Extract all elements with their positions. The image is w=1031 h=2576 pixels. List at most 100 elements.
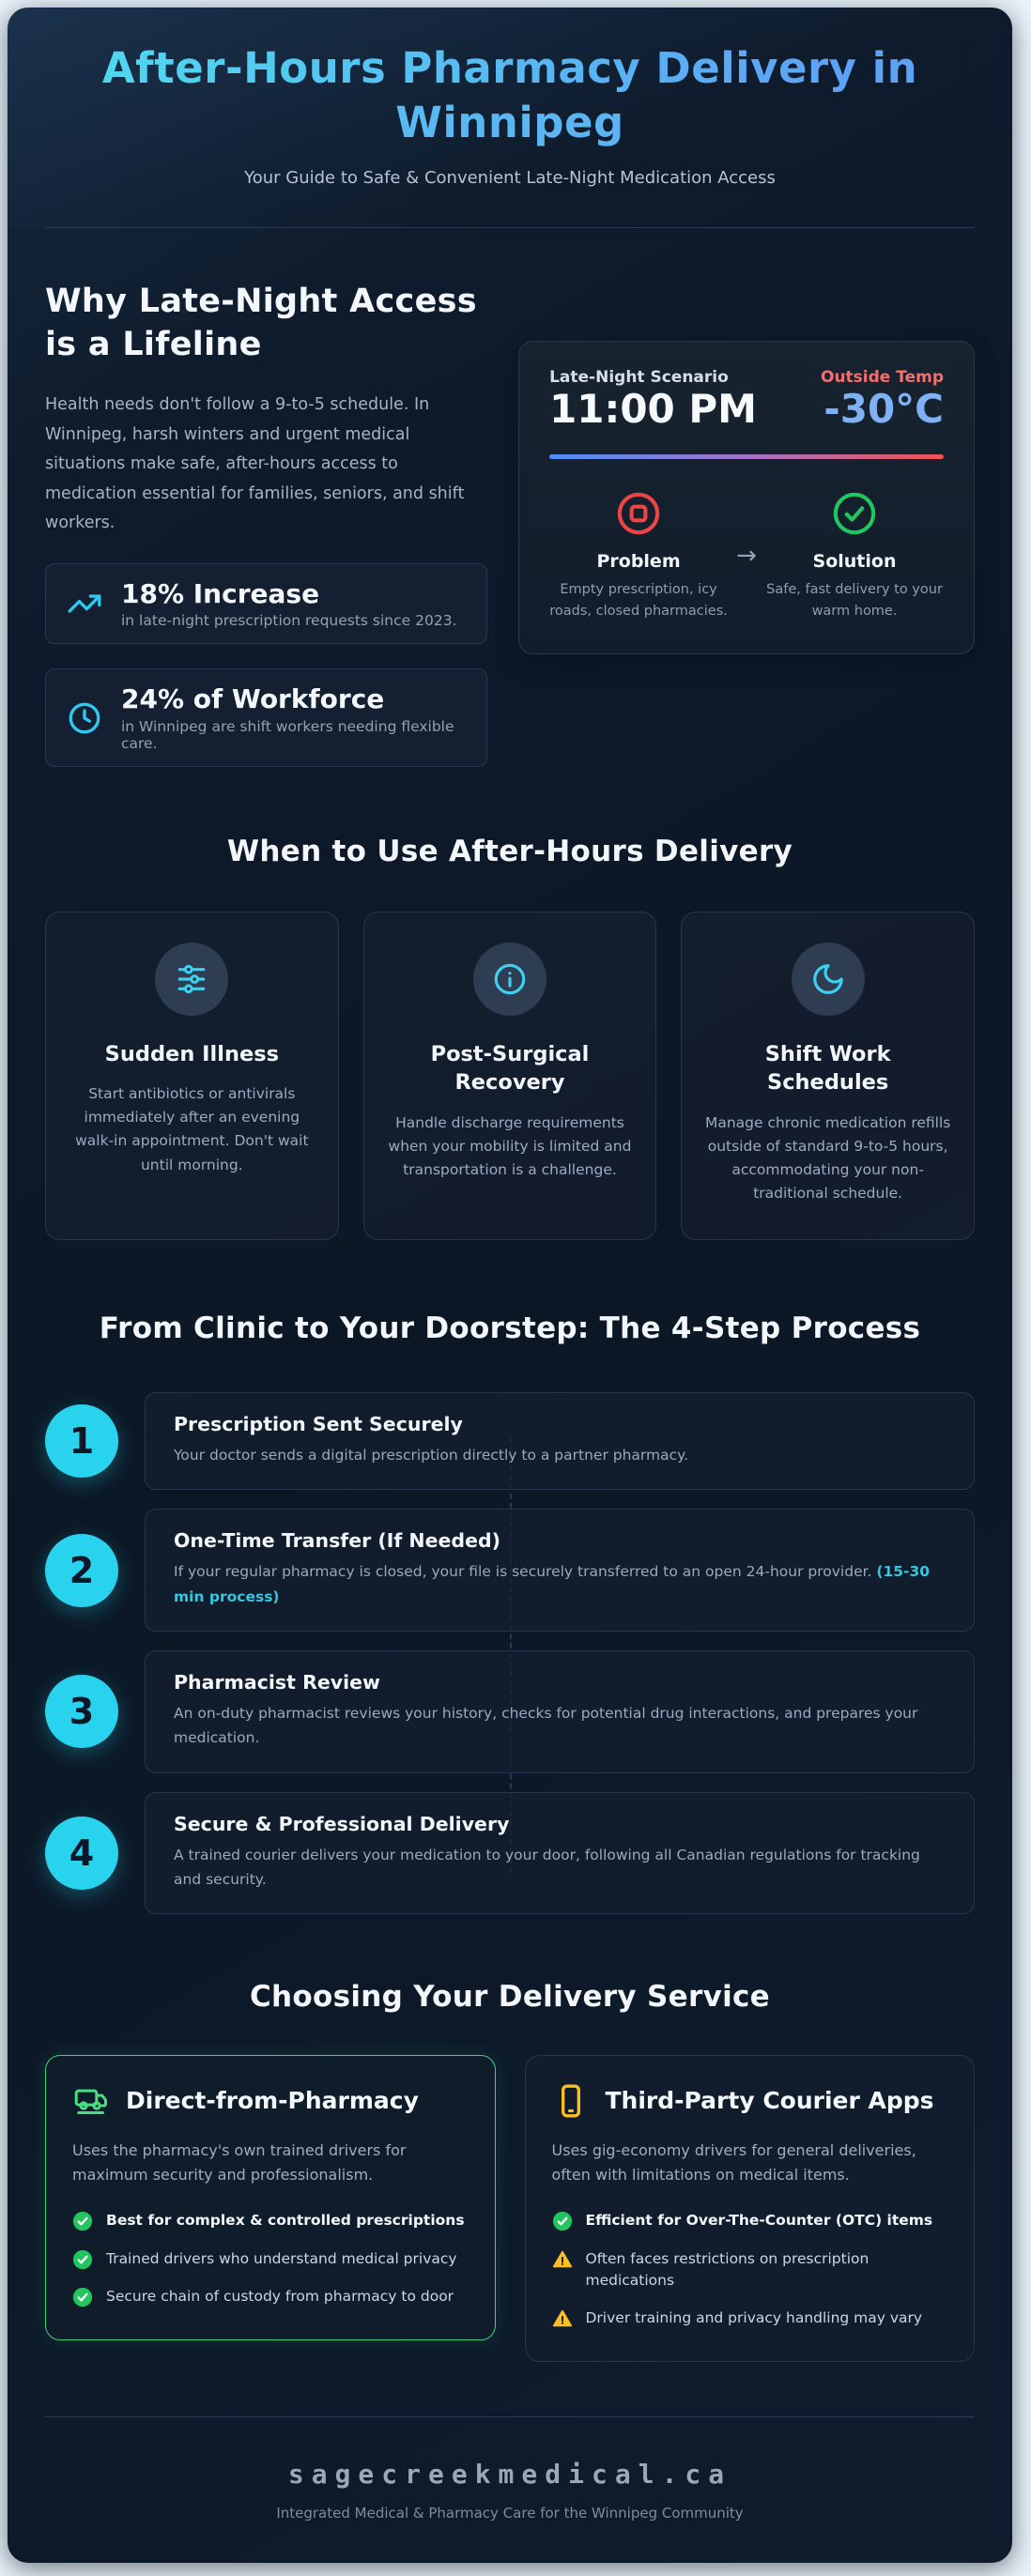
- stat-title: 24% of Workforce: [121, 683, 385, 715]
- sliders-icon: [178, 964, 206, 994]
- step-desc: If your regular pharmacy is closed, your…: [174, 1559, 946, 1609]
- list-item-text: Driver training and privacy handling may…: [585, 2309, 923, 2327]
- step-card: Prescription Sent Securely Your doctor s…: [145, 1392, 975, 1491]
- service-title: Direct-from-Pharmacy: [126, 2087, 419, 2115]
- services-heading: Choosing Your Delivery Service: [250, 1980, 770, 2015]
- use-case-card-post-surgical: Post-Surgical Recovery Handle discharge …: [362, 911, 657, 1241]
- icon-circle: [791, 942, 865, 1016]
- header-divider: [45, 227, 975, 229]
- step-desc-text: An on-duty pharmacist reviews your histo…: [174, 1705, 918, 1747]
- list-item-text: Often faces restrictions on prescription…: [585, 2249, 869, 2289]
- delivery-truck-icon: [74, 2090, 107, 2115]
- process-heading: From Clinic to Your Doorstep: The 4-Step…: [99, 1311, 921, 1346]
- process-steps: 1 Prescription Sent Securely Your doctor…: [45, 1392, 975, 1915]
- process-step-3: 3 Pharmacist Review An on-duty pharmacis…: [45, 1650, 975, 1773]
- gradient-divider-bar: [549, 454, 944, 460]
- arrow-right-icon: →: [736, 542, 757, 571]
- scenario-label: Late-Night Scenario: [549, 368, 729, 388]
- stat-card-increase: 18% Increase in late-night prescription …: [45, 562, 488, 645]
- process-section: From Clinic to Your Doorstep: The 4-Step…: [45, 1311, 975, 1915]
- step-desc-text: A trained courier delivers your medicati…: [174, 1846, 920, 1889]
- stop-circle-icon: [617, 493, 660, 535]
- lifeline-section: Why Late-Night Access is a Lifeline Heal…: [45, 281, 975, 767]
- service-card-header: Third-Party Courier Apps: [552, 2082, 948, 2120]
- lifeline-body: Health needs don't follow a 9-to-5 sched…: [45, 395, 465, 533]
- smartphone-icon: [561, 2084, 580, 2118]
- step-title: One-Time Transfer (If Needed): [174, 1529, 501, 1553]
- direct-from-pharmacy-card: Direct-from-Pharmacy Uses the pharmacy's…: [45, 2055, 496, 2341]
- service-feature-list: Best for complex & controlled prescripti…: [72, 2210, 469, 2308]
- check-circle-icon: [552, 2212, 572, 2231]
- use-case-title: Shift Work Schedules: [764, 1041, 891, 1096]
- footer-divider: [45, 2416, 975, 2418]
- header: After-Hours Pharmacy Delivery in Winnipe…: [8, 8, 1012, 229]
- problem-desc: Empty prescription, icy roads, closed ph…: [549, 582, 728, 619]
- step-number-badge: 1: [45, 1404, 118, 1479]
- scenario-header: Late-Night Scenario 11:00 PM Outside Tem…: [549, 368, 944, 432]
- list-item: Efficient for Over-The-Counter (OTC) ite…: [552, 2210, 948, 2231]
- use-cases-heading: When to Use After-Hours Delivery: [226, 834, 793, 868]
- scenario-time: 11:00 PM: [549, 386, 757, 433]
- use-cases-grid: Sudden Illness Start antibiotics or anti…: [45, 911, 975, 1241]
- info-icon: [494, 963, 526, 995]
- step-title: Secure & Professional Delivery: [174, 1812, 510, 1835]
- list-item: Secure chain of custody from pharmacy to…: [72, 2286, 469, 2308]
- step-desc-text: If your regular pharmacy is closed, your…: [174, 1563, 877, 1581]
- service-title: Third-Party Courier Apps: [605, 2087, 934, 2115]
- stat-text: 18% Increase in late-night prescription …: [121, 578, 457, 630]
- services-section: Choosing Your Delivery Service Direct-fr…: [45, 1980, 975, 2363]
- solution-title: Solution: [812, 551, 897, 573]
- scenario-temp-label: Outside Temp: [821, 368, 944, 388]
- lifeline-heading: Why Late-Night Access is a Lifeline: [45, 283, 477, 363]
- list-item: Trained drivers who understand medical p…: [72, 2248, 469, 2270]
- step-number-badge: 3: [45, 1675, 118, 1749]
- page-subtitle: Your Guide to Safe & Convenient Late-Nig…: [244, 168, 776, 189]
- step-card: Secure & Professional Delivery A trained…: [145, 1791, 975, 1915]
- step-card: Pharmacist Review An on-duty pharmacist …: [145, 1650, 975, 1773]
- step-highlight: (15-30 min process): [174, 1563, 931, 1605]
- step-desc: Your doctor sends a digital prescription…: [174, 1443, 946, 1467]
- stat-desc: in late-night prescription requests sinc…: [121, 612, 457, 630]
- footer: sagecreekmedical.ca Integrated Medical &…: [45, 2416, 975, 2522]
- step-desc: An on-duty pharmacist reviews your histo…: [174, 1701, 946, 1751]
- check-circle-outline-icon: [833, 493, 876, 535]
- service-feature-list: Efficient for Over-The-Counter (OTC) ite…: [552, 2210, 948, 2329]
- scenario-card: Late-Night Scenario 11:00 PM Outside Tem…: [518, 341, 975, 655]
- process-step-2: 2 One-Time Transfer (If Needed) If your …: [45, 1509, 975, 1633]
- stat-text: 24% of Workforce in Winnipeg are shift w…: [121, 683, 466, 752]
- infographic-poster: After-Hours Pharmacy Delivery in Winnipe…: [8, 8, 1012, 2564]
- use-case-card-shift-work: Shift Work Schedules Manage chronic medi…: [681, 911, 975, 1241]
- use-case-card-sudden-illness: Sudden Illness Start antibiotics or anti…: [45, 911, 339, 1241]
- page-title-line1: After-Hours Pharmacy Delivery in: [45, 41, 975, 96]
- step-title: Pharmacist Review: [174, 1671, 380, 1694]
- service-card-header: Direct-from-Pharmacy: [72, 2082, 469, 2120]
- icon-circle: [155, 942, 229, 1016]
- use-case-desc: Manage chronic medication refills outsid…: [704, 1113, 951, 1202]
- trending-up-icon: [68, 594, 101, 613]
- use-cases-section: When to Use After-Hours Delivery Sudden …: [45, 834, 975, 1241]
- problem-block: Problem Empty prescription, icy roads, c…: [549, 489, 728, 621]
- moon-icon: [812, 964, 843, 994]
- use-case-desc: Start antibiotics or antivirals immediat…: [75, 1085, 309, 1173]
- step-number-badge: 4: [45, 1817, 118, 1891]
- clock-icon: [69, 702, 100, 733]
- use-case-title: Post-Surgical Recovery: [430, 1041, 590, 1096]
- step-desc-text: Your doctor sends a digital prescription…: [174, 1447, 689, 1464]
- footer-tagline: Integrated Medical & Pharmacy Care for t…: [276, 2505, 744, 2522]
- step-number-badge: 2: [45, 1533, 118, 1607]
- stat-card-workforce: 24% of Workforce in Winnipeg are shift w…: [45, 668, 488, 767]
- check-circle-icon: [72, 2249, 93, 2269]
- scenario-temp-value: -30°C: [823, 386, 944, 433]
- warning-triangle-icon: [552, 2250, 572, 2267]
- step-title: Prescription Sent Securely: [174, 1413, 463, 1436]
- scenario-temp-block: Outside Temp -30°C: [821, 368, 944, 432]
- step-card: One-Time Transfer (If Needed) If your re…: [145, 1509, 975, 1633]
- use-case-title: Sudden Illness: [104, 1041, 280, 1066]
- brand-domain: sagecreekmedical.ca: [287, 2459, 732, 2491]
- page-title-line2: Winnipeg: [45, 96, 975, 150]
- check-circle-icon: [72, 2212, 93, 2231]
- warning-triangle-icon: [552, 2309, 572, 2327]
- check-circle-icon: [72, 2287, 93, 2307]
- list-item-text: Efficient for Over-The-Counter (OTC) ite…: [585, 2212, 933, 2230]
- list-item: Often faces restrictions on prescription…: [552, 2248, 948, 2292]
